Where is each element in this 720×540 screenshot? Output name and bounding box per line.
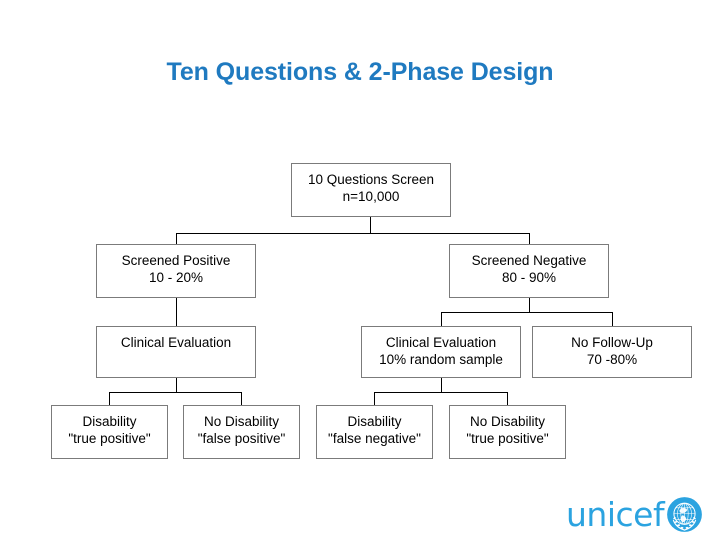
unicef-wordmark: unicef — [566, 494, 665, 534]
node-line-1: No Disability — [203, 414, 280, 429]
node-line-1: Disability — [347, 414, 402, 429]
node-line-2: "false negative" — [328, 431, 421, 447]
node-no-follow-up[interactable]: No Follow-Up 70 -80% — [532, 326, 692, 378]
connector-root-bus — [176, 233, 530, 234]
node-screened-positive[interactable]: Screened Positive 10 - 20% — [96, 244, 256, 298]
connector-to-true-positive — [109, 392, 110, 405]
node-line-2: 70 -80% — [586, 352, 638, 368]
node-disability-false-negative[interactable]: Disability "false negative" — [316, 405, 433, 459]
node-line-1: Clinical Evaluation — [385, 335, 497, 350]
unicef-logo: unicef — [566, 492, 706, 536]
node-line-2: 10 - 20% — [148, 270, 204, 286]
connector-to-screened-negative — [529, 233, 530, 244]
node-screened-negative[interactable]: Screened Negative 80 - 90% — [449, 244, 609, 298]
node-line-1: Disability — [82, 414, 137, 429]
connector-positive-to-clinical — [176, 298, 177, 326]
node-line-2: "true positive" — [68, 431, 151, 447]
node-line-1: Screened Positive — [121, 253, 231, 268]
node-clinical-evaluation-positive[interactable]: Clinical Evaluation — [96, 326, 256, 378]
connector-to-clinical-right — [441, 312, 442, 326]
connector-clinical-left-stem — [176, 378, 177, 392]
node-line-2: n=10,000 — [342, 189, 400, 205]
node-line-2: 80 - 90% — [501, 270, 557, 286]
connector-to-true-negative — [507, 392, 508, 405]
node-line-1: No Follow-Up — [571, 335, 653, 350]
node-line-2: 10% random sample — [379, 352, 503, 368]
connector-to-no-follow-up — [612, 312, 613, 326]
connector-to-screened-positive — [176, 233, 177, 244]
node-line-1: Screened Negative — [471, 253, 587, 268]
connector-negative-bus — [441, 312, 613, 313]
connector-to-false-positive — [241, 392, 242, 405]
connector-clinical-right-stem — [441, 378, 442, 392]
node-no-disability-true-positive[interactable]: No Disability "true positive" — [449, 405, 566, 459]
unicef-globe-laurel-emblem — [666, 496, 703, 533]
connector-root-stem — [370, 216, 371, 234]
node-line-1: Clinical Evaluation — [120, 335, 232, 350]
node-line-1: No Disability — [469, 414, 546, 429]
connector-clinical-right-bus — [374, 392, 507, 393]
node-line-2: "true positive" — [466, 431, 549, 447]
node-line-2: "false positive" — [197, 431, 286, 447]
connector-clinical-left-bus — [109, 392, 242, 393]
node-no-disability-false-positive[interactable]: No Disability "false positive" — [183, 405, 300, 459]
connector-to-false-negative — [374, 392, 375, 405]
node-clinical-evaluation-negative[interactable]: Clinical Evaluation 10% random sample — [361, 326, 521, 378]
node-disability-true-positive[interactable]: Disability "true positive" — [51, 405, 168, 459]
connector-negative-stem — [529, 298, 530, 312]
page-title: Ten Questions & 2-Phase Design — [166, 58, 554, 86]
node-line-1: 10 Questions Screen — [307, 172, 435, 187]
node-ten-questions-screen[interactable]: 10 Questions Screen n=10,000 — [291, 163, 451, 217]
